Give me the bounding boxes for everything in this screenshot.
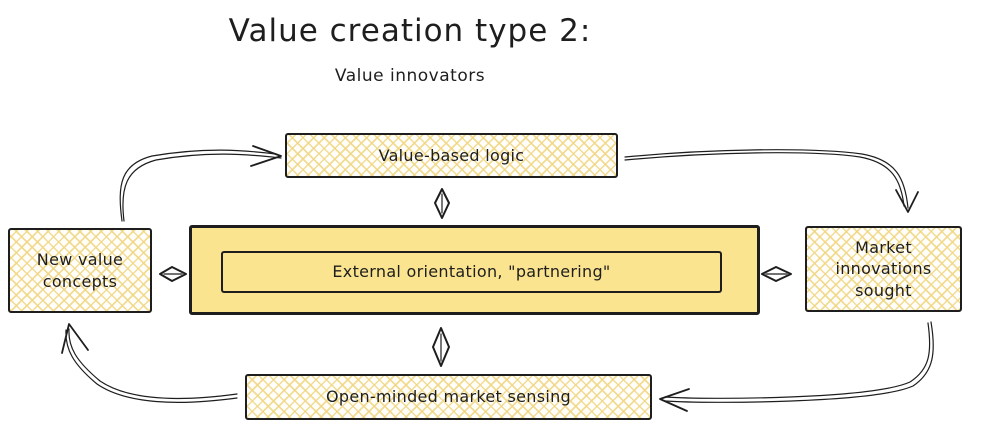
node-external-orientation: External orientation, "partnering"	[221, 251, 722, 293]
double-arrow-center-top	[434, 188, 450, 219]
node-new-value-concepts: New value concepts	[8, 228, 152, 313]
node-open-minded-market-sensing: Open-minded market sensing	[245, 374, 652, 420]
node-label: Market innovations sought	[835, 237, 932, 300]
node-value-based-logic: Value-based logic	[285, 133, 618, 178]
double-arrow-center-right	[761, 266, 792, 282]
node-external-orientation-container	[189, 225, 760, 315]
arrow-right-to-bottom	[659, 321, 934, 412]
diagram-title: Value creation type 2:	[228, 13, 592, 49]
node-label: New value concepts	[36, 249, 124, 291]
diagram-subtitle: Value innovators	[334, 66, 486, 86]
double-arrow-center-left	[159, 266, 187, 282]
arrow-left-to-top	[119, 145, 282, 222]
node-label: Value-based logic	[378, 145, 525, 165]
node-label: External orientation, "partnering"	[332, 262, 611, 282]
node-label: Open-minded market sensing	[326, 387, 571, 407]
node-market-innovations-sought: Market innovations sought	[805, 226, 962, 312]
arrow-bottom-to-left	[61, 323, 238, 403]
double-arrow-center-bottom	[432, 327, 450, 367]
arrow-top-to-right	[624, 149, 919, 213]
